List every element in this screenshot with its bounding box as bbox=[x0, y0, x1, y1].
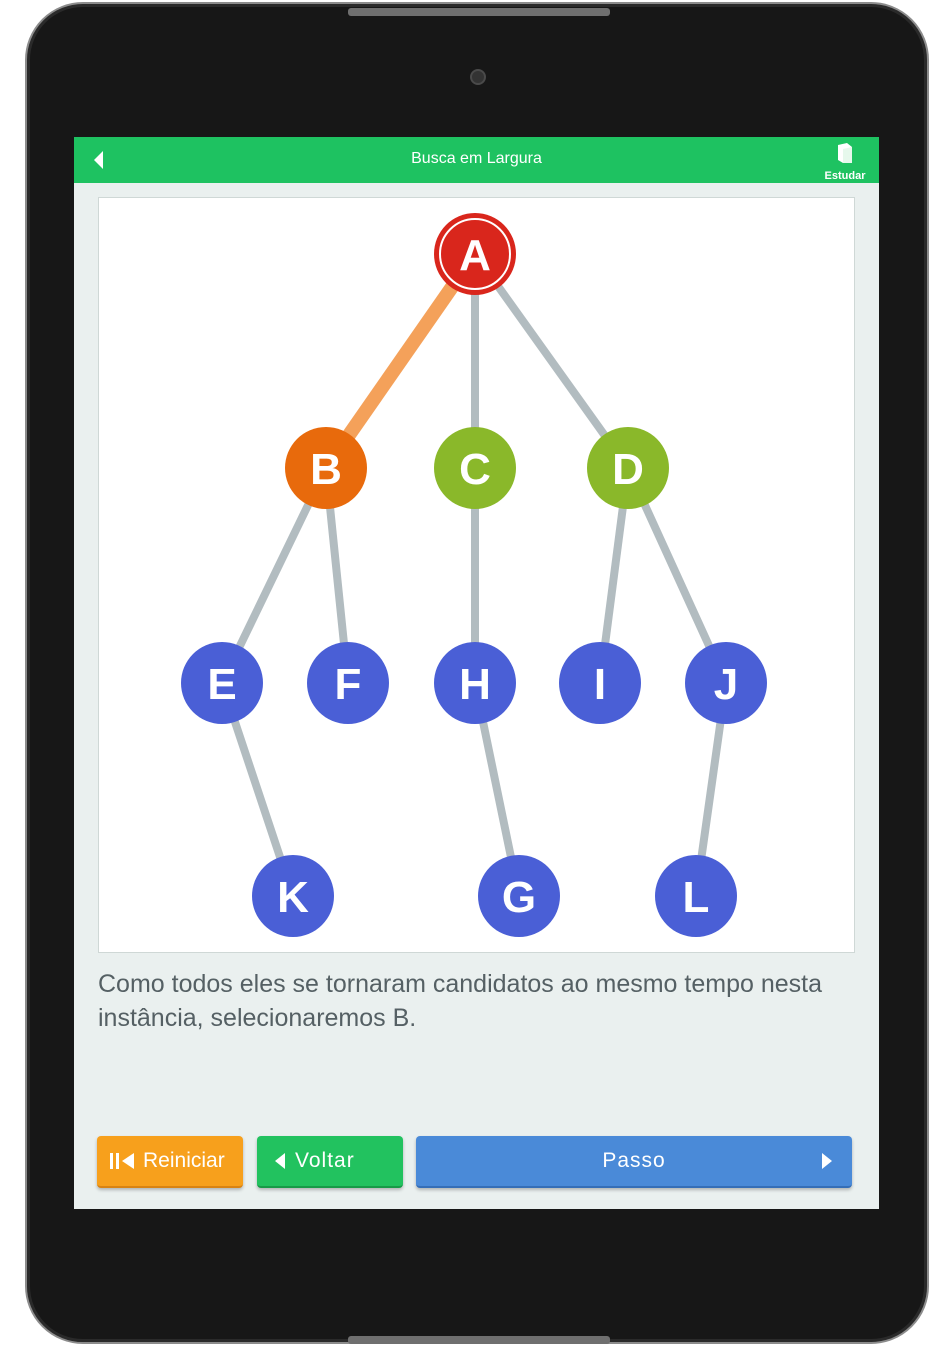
node-label-A: A bbox=[459, 231, 491, 280]
study-button[interactable]: Estudar bbox=[821, 142, 869, 182]
triangle-left-icon bbox=[275, 1153, 285, 1169]
book-icon bbox=[838, 143, 852, 163]
graph-node-E: E bbox=[181, 642, 263, 724]
back-button[interactable] bbox=[88, 149, 110, 171]
node-circle-E bbox=[181, 642, 263, 724]
tablet-top-edge bbox=[348, 8, 610, 16]
node-circle-D bbox=[587, 427, 669, 509]
node-circle-H bbox=[434, 642, 516, 724]
graph-node-H: H bbox=[434, 642, 516, 724]
node-circle-K bbox=[252, 855, 334, 937]
node-label-B: B bbox=[310, 445, 342, 494]
graph-node-B: B bbox=[285, 427, 367, 509]
node-circle-C bbox=[434, 427, 516, 509]
step-label: Passo bbox=[602, 1149, 666, 1172]
node-ring-A bbox=[439, 218, 511, 290]
camera-icon bbox=[470, 69, 486, 85]
node-circle-F bbox=[307, 642, 389, 724]
triangle-right-icon bbox=[822, 1153, 832, 1169]
app-screen: Busca em Largura Estudar A B C D E F H I J K G L Co… bbox=[74, 137, 879, 1209]
page-title: Busca em Largura bbox=[411, 150, 542, 167]
graph-node-G: G bbox=[478, 855, 560, 937]
graph-node-C: C bbox=[434, 427, 516, 509]
graph-node-I: I bbox=[559, 642, 641, 724]
back-step-button[interactable]: Voltar bbox=[257, 1136, 403, 1188]
reset-label: Reiniciar bbox=[143, 1149, 225, 1172]
study-label: Estudar bbox=[824, 170, 866, 182]
node-label-L: L bbox=[683, 873, 710, 922]
graph-node-A: A bbox=[434, 213, 516, 295]
rewind-icon bbox=[110, 1153, 134, 1169]
node-label-K: K bbox=[277, 873, 309, 922]
node-circle-J bbox=[685, 642, 767, 724]
node-circle-G bbox=[478, 855, 560, 937]
graph-node-J: J bbox=[685, 642, 767, 724]
node-label-I: I bbox=[594, 660, 606, 709]
node-circle-L bbox=[655, 855, 737, 937]
edge-A-D bbox=[471, 251, 632, 471]
edge-A-B bbox=[320, 250, 481, 472]
app-bar: Busca em Largura Estudar bbox=[74, 137, 879, 183]
graph-node-F: F bbox=[307, 642, 389, 724]
chevron-left-icon bbox=[94, 151, 103, 169]
node-label-H: H bbox=[459, 660, 491, 709]
back-step-label: Voltar bbox=[295, 1149, 355, 1172]
graph-node-K: K bbox=[252, 855, 334, 937]
graph-diagram: A B C D E F H I J K G L bbox=[181, 213, 767, 937]
node-label-C: C bbox=[459, 445, 491, 494]
step-description: Como todos eles se tornaram candidatos a… bbox=[98, 970, 822, 1032]
node-circle-I bbox=[559, 642, 641, 724]
graph-canvas: A B C D E F H I J K G L bbox=[98, 197, 855, 953]
node-label-F: F bbox=[335, 660, 362, 709]
node-label-G: G bbox=[502, 873, 536, 922]
node-circle-A bbox=[434, 213, 516, 295]
reset-button[interactable]: Reiniciar bbox=[97, 1136, 243, 1188]
node-circle-B bbox=[285, 427, 367, 509]
tablet-bottom-edge bbox=[348, 1336, 610, 1344]
node-label-D: D bbox=[612, 445, 644, 494]
node-label-E: E bbox=[207, 660, 236, 709]
step-button[interactable]: Passo bbox=[416, 1136, 852, 1188]
graph-node-L: L bbox=[655, 855, 737, 937]
node-label-J: J bbox=[714, 660, 738, 709]
graph-node-D: D bbox=[587, 427, 669, 509]
